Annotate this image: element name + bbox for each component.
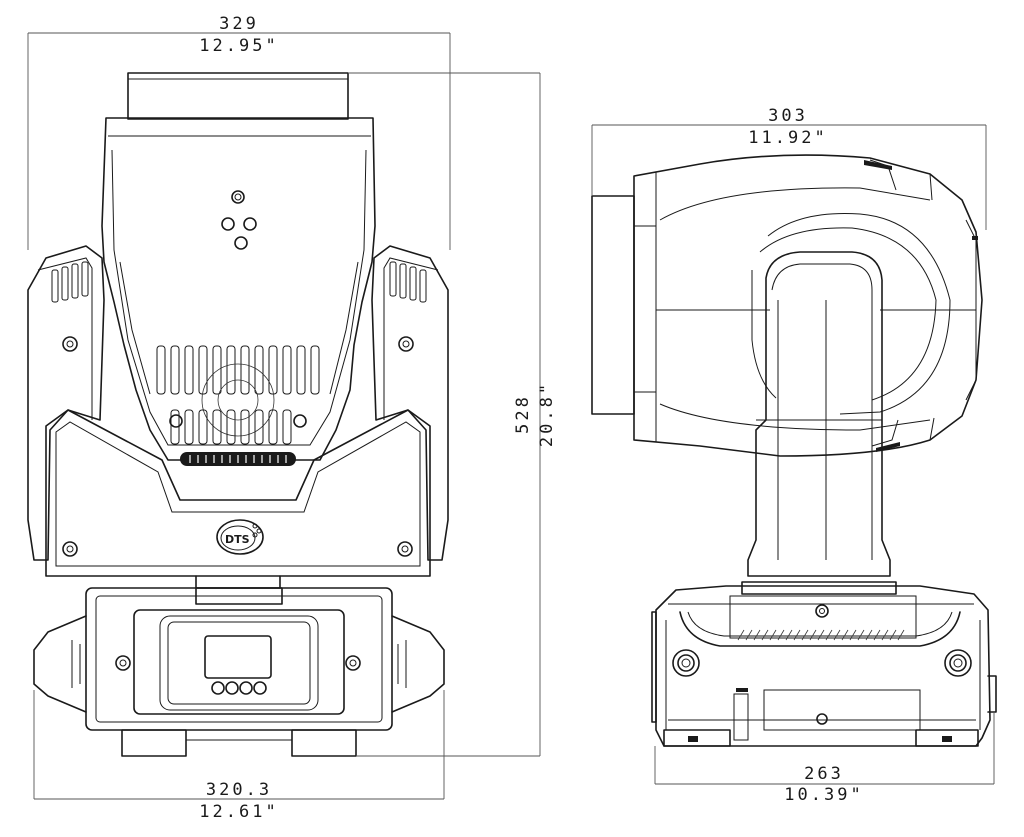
front-view: DTS [27, 72, 449, 757]
side-view [591, 154, 997, 747]
front-bottom-left-screw [62, 541, 78, 557]
side-yoke-bearing [741, 581, 897, 595]
left-arm-vents [51, 261, 89, 303]
side-base-rear-strip [651, 611, 657, 723]
front-width-mm-label: 329 [219, 14, 259, 34]
dimension-labels: 329 12.95" 528 20.8" 320.3 12.61" 303 11… [199, 14, 863, 822]
left-arm-screw [62, 336, 78, 352]
side-base-depth-mm-label: 263 [804, 764, 844, 784]
front-base-left-screw [115, 655, 131, 671]
front-head-body [101, 117, 376, 461]
front-base-right-handle [391, 615, 445, 713]
head-vent-grille [156, 345, 320, 445]
side-base-bottom-screw [816, 713, 828, 725]
front-base-body [85, 587, 393, 731]
side-base-connector [987, 675, 997, 713]
side-base-body [655, 585, 991, 747]
side-base-vents [737, 629, 905, 641]
side-base-right-knob [944, 649, 972, 677]
side-head-shell [633, 154, 983, 457]
front-yoke-panel [45, 409, 431, 577]
front-left-foot [121, 729, 187, 757]
right-arm-vents [389, 261, 427, 303]
front-control-buttons [211, 681, 267, 695]
side-base-label-area [763, 689, 921, 731]
side-base-top-screw [815, 604, 829, 618]
front-lens-cap [127, 72, 349, 120]
front-bottom-right-screw [397, 541, 413, 557]
front-yoke-bearing [195, 575, 281, 589]
front-display-screen [204, 635, 272, 679]
front-dimension-lines [27, 32, 541, 800]
side-base-handle [679, 611, 961, 647]
side-right-foot [915, 729, 979, 747]
front-base-left-handle [33, 615, 87, 713]
dts-logo-text: DTS [225, 533, 250, 546]
side-base-left-knob [672, 649, 700, 677]
front-base-width-in-label: 12.61" [199, 802, 278, 822]
front-width-in-label: 12.95" [199, 36, 278, 56]
head-knob-group [221, 190, 257, 250]
side-dimension-lines [591, 124, 995, 785]
front-base-width-mm-label: 320.3 [206, 780, 272, 800]
front-yoke-right-arm [371, 245, 449, 561]
right-arm-screw [398, 336, 414, 352]
front-yoke-left-arm [27, 245, 105, 561]
front-height-in-label: 20.8" [537, 381, 557, 447]
side-yoke-arm [747, 251, 891, 577]
front-control-panel-frame [133, 609, 345, 715]
front-height-mm-label: 528 [513, 394, 533, 434]
side-left-foot [663, 729, 731, 747]
side-head-depth-in-label: 11.92" [748, 128, 827, 148]
dts-logo: DTS [216, 519, 264, 555]
front-base-right-screw [345, 655, 361, 671]
side-base-depth-in-label: 10.39" [784, 785, 863, 805]
front-right-foot [291, 729, 357, 757]
side-lens [591, 195, 635, 415]
side-head-depth-mm-label: 303 [768, 106, 808, 126]
